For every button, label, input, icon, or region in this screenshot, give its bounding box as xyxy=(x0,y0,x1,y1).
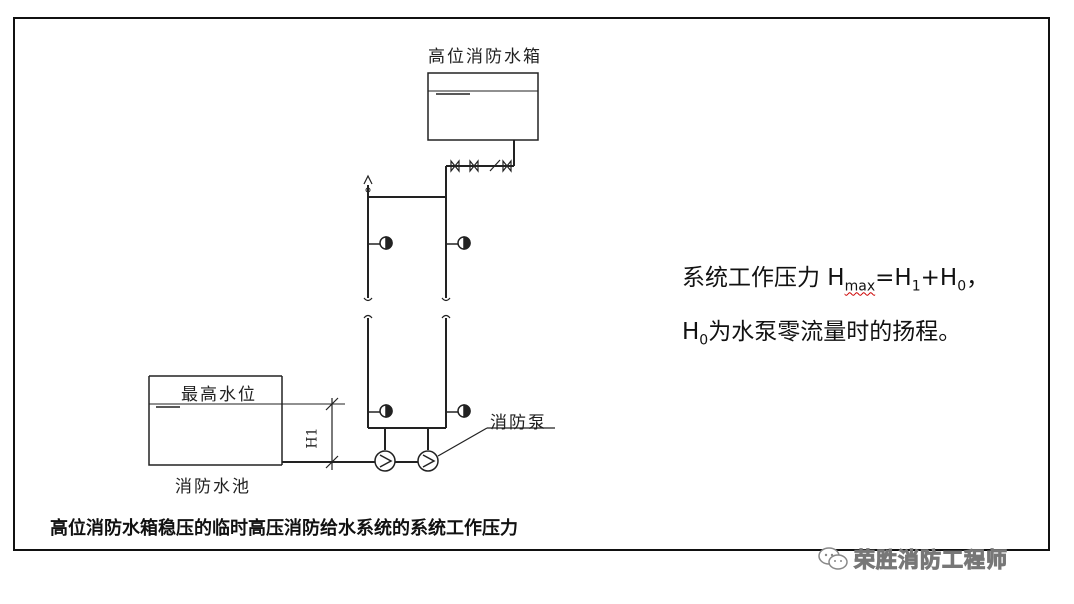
h1-dimension xyxy=(325,397,339,470)
fire-pool-label: 消防水池 xyxy=(175,477,251,497)
figure-caption: 高位消防水箱稳压的临时高压消防给水系统的系统工作压力 xyxy=(50,518,518,539)
pressure-equation: 系统工作压力 Hmax=H1+H0， H0为水泵零流量时的扬程。 xyxy=(682,256,989,363)
pump-label-leader xyxy=(437,427,488,457)
fire-pump-icons xyxy=(374,450,439,472)
fire-hydrant-icons xyxy=(368,236,471,418)
fire-water-pool xyxy=(148,375,345,466)
tank-outlet-pipe xyxy=(445,140,515,197)
max-water-level-label: 最高水位 xyxy=(181,385,257,405)
left-riser xyxy=(363,197,373,428)
wechat-icon xyxy=(818,547,848,570)
watermark: 荣胜消防工程师 xyxy=(818,544,1008,574)
high-tank-label: 高位消防水箱 xyxy=(428,47,542,67)
right-riser xyxy=(441,197,451,428)
h1-label: H1 xyxy=(304,427,321,449)
diagram-frame xyxy=(13,17,1050,551)
vent-arrow-icon xyxy=(363,174,373,185)
gate-valve-icon xyxy=(502,159,512,173)
fire-pump-label: 消防泵 xyxy=(490,413,547,433)
high-level-water-tank xyxy=(427,72,539,141)
check-valve-icon xyxy=(469,159,479,173)
equation-line-1: 系统工作压力 Hmax=H1+H0， xyxy=(682,265,990,295)
riser-top xyxy=(363,174,446,198)
gate-valve-icon xyxy=(450,159,460,173)
watermark-text: 荣胜消防工程师 xyxy=(854,548,1008,573)
equation-line-2: H0为水泵零流量时的扬程。 xyxy=(682,318,962,349)
pump-branches xyxy=(282,428,429,463)
